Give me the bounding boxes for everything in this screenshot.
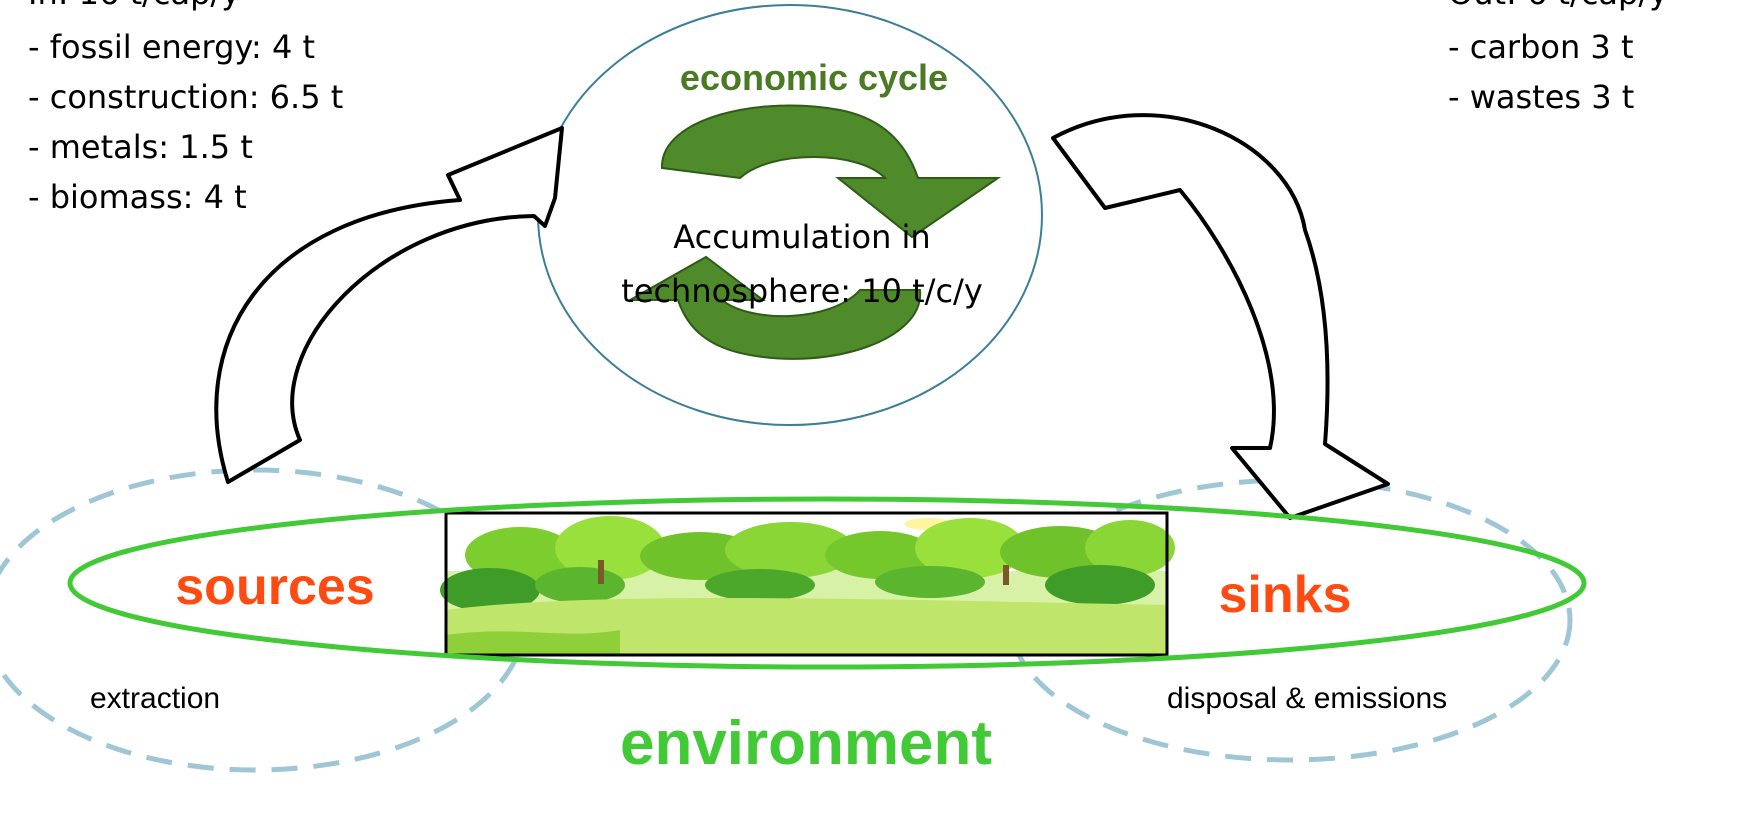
sinks-label: sinks bbox=[1219, 566, 1352, 624]
output-flow-arrow bbox=[1051, 113, 1390, 520]
input-item-biomass: - biomass: 4 t bbox=[28, 178, 247, 216]
input-item-metals: - metals: 1.5 t bbox=[28, 128, 253, 166]
outputs-header: Out: 6 t/cap/y bbox=[1448, 0, 1668, 12]
input-flow-arrow bbox=[214, 126, 564, 484]
output-item-wastes: - wastes 3 t bbox=[1448, 78, 1634, 116]
inputs-header: In: 16 t/cap/y bbox=[28, 0, 240, 12]
extraction-label: extraction bbox=[90, 682, 220, 715]
input-item-fossil-energy: - fossil energy: 4 t bbox=[28, 28, 315, 66]
input-item-construction: - construction: 6.5 t bbox=[28, 78, 343, 116]
recycle-arrows-icon bbox=[626, 104, 1002, 360]
output-item-carbon: - carbon 3 t bbox=[1448, 28, 1634, 66]
sources-label: sources bbox=[175, 558, 374, 616]
accumulation-line-2: technosphere: 10 t/c/y bbox=[621, 272, 983, 310]
environment-ellipse bbox=[67, 496, 1587, 670]
disposal-emissions-label: disposal & emissions bbox=[1167, 682, 1447, 715]
environment-label: environment bbox=[620, 709, 992, 778]
economic-cycle-title: economic cycle bbox=[680, 57, 948, 98]
landscape-illustration bbox=[440, 511, 1175, 657]
accumulation-line-1: Accumulation in bbox=[673, 218, 930, 256]
